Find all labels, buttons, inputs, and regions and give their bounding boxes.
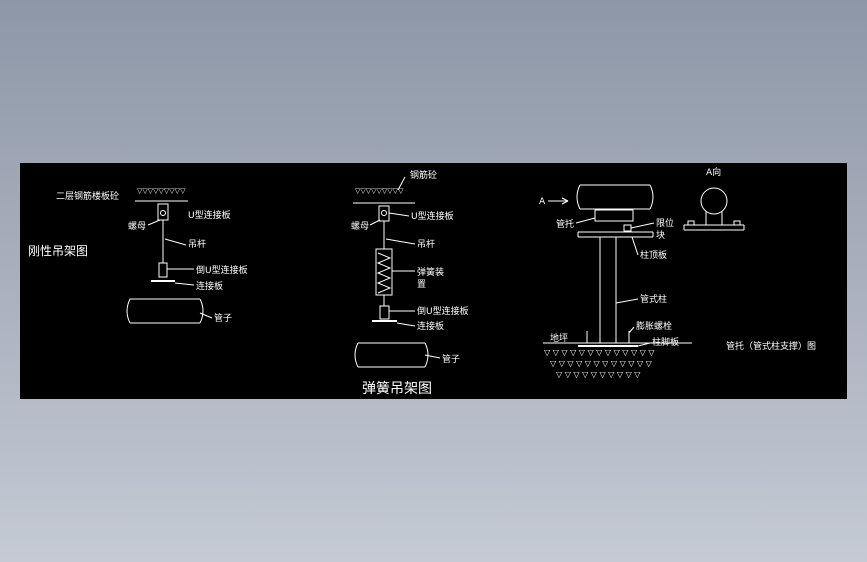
limit-block-leader <box>630 222 655 229</box>
support-pipe <box>576 184 654 210</box>
limit-block-label-1: 限位 <box>656 217 674 229</box>
ground-hatch-1: ▽ ▽ ▽ ▽ ▽ ▽ ▽ ▽ ▽ ▽ ▽ ▽ ▽ <box>544 348 655 357</box>
ground-hatch-2: ▽ ▽ ▽ ▽ ▽ ▽ ▽ ▽ ▽ ▽ ▽ ▽ <box>550 359 653 368</box>
top-plate-label: 柱顶板 <box>640 249 667 261</box>
pipe-support-title: 管托（管式柱支撑）图 <box>726 340 816 352</box>
rigid-inv-u-plate <box>158 262 168 278</box>
view-a-pipe <box>700 187 728 215</box>
anchor-leader <box>628 326 635 334</box>
spring-pipe-label: 管子 <box>442 353 460 365</box>
rigid-slab-hatch: ▽▽▽▽▽▽▽▽▽ <box>137 187 186 195</box>
rigid-u-plate-label: U型连接板 <box>188 209 231 221</box>
spring-inv-u-plate-label: 倒U型连接板 <box>417 305 469 317</box>
column-leader <box>615 298 639 304</box>
spring-nut-label: 螺母 <box>351 221 369 232</box>
spring-u-leader <box>388 212 410 217</box>
spring-u-plate <box>378 205 390 222</box>
spring-rod-leader <box>385 238 416 245</box>
spring-concrete-label: 钢筋砼 <box>410 169 437 181</box>
spring-hanger-title: 弹簧吊架图 <box>362 381 432 397</box>
spring-rod-label: 吊杆 <box>417 238 435 250</box>
rigid-u-plate <box>157 203 169 221</box>
limit-block <box>623 224 632 232</box>
spring-concrete-leader <box>397 176 406 191</box>
rigid-hanger-title: 刚性吊架图 <box>28 244 88 258</box>
rigid-conn-leader <box>174 282 195 286</box>
spring-device-label-2: 置 <box>417 279 426 290</box>
anchor-label: 膨胀螺栓 <box>636 320 672 332</box>
limit-block-label-2: 块 <box>656 229 665 241</box>
view-a-limit-right <box>733 220 741 226</box>
pipe-saddle-label: 管托 <box>556 218 574 230</box>
foot-plate-label: 柱脚板 <box>652 336 679 348</box>
spring-coil <box>376 252 392 294</box>
rigid-pipe-leader <box>199 312 213 319</box>
rigid-pipe <box>126 298 204 324</box>
ground-label: 地坪 <box>550 332 568 344</box>
spring-hanger-drawing: 钢筋砼 ▽▽▽▽▽▽▽▽▽ U型连接板 螺母 吊杆 弹簧装 置 倒U型连接板 连… <box>351 169 469 397</box>
pipe-saddle <box>594 209 634 222</box>
rigid-slab-label: 二层钢筋楼板砼 <box>56 190 119 202</box>
rigid-nut-leader <box>147 219 161 226</box>
foot-plate-leader <box>637 342 651 347</box>
rigid-hanger-drawing: 刚性吊架图 二层钢筋楼板砼 ▽▽▽▽▽▽▽▽▽ U型连接板 螺母 吊杆 倒U型连… <box>28 187 248 324</box>
ground-hatch-3: ▽ ▽ ▽ ▽ ▽ ▽ ▽ ▽ ▽ ▽ <box>556 370 641 379</box>
pipe-saddle-leader <box>575 217 596 224</box>
rigid-nut-label: 螺母 <box>128 221 146 232</box>
view-a-saddle <box>683 211 745 231</box>
view-a-label: A向 <box>706 166 721 178</box>
rigid-rod-leader <box>164 238 187 246</box>
rigid-rod-label: 吊杆 <box>188 238 206 250</box>
spring-nut-leader <box>369 219 381 226</box>
spring-pipe-leader <box>424 354 441 359</box>
spring-u-plate-label: U型连接板 <box>411 210 454 222</box>
rigid-conn-plate-label: 连接板 <box>196 280 223 292</box>
spring-conn-leader <box>396 322 416 327</box>
rigid-inv-u-plate-label: 倒U型连接板 <box>196 264 248 276</box>
spring-conn-plate-label: 连接板 <box>417 320 444 332</box>
spring-slab-hatch: ▽▽▽▽▽▽▽▽▽ <box>355 187 404 195</box>
spring-nut-icon <box>381 210 387 216</box>
cad-drawing-canvas[interactable]: 刚性吊架图 二层钢筋楼板砼 ▽▽▽▽▽▽▽▽▽ U型连接板 螺母 吊杆 倒U型连… <box>20 163 847 399</box>
spring-pipe <box>354 342 429 368</box>
column-label: 管式柱 <box>640 293 667 305</box>
spring-inv-u-plate <box>379 305 390 320</box>
view-arrow-icon <box>561 197 569 205</box>
rigid-pipe-label: 管子 <box>214 312 232 324</box>
view-a-limit-left <box>687 220 695 226</box>
view-arrow-label: A <box>539 197 546 207</box>
pipe-support-drawing: A 管托 限位 块 柱顶板 管式柱 膨胀螺栓 地坪 柱脚板 ▽ ▽ ▽ ▽ ▽ … <box>539 166 816 379</box>
top-plate-leader <box>631 236 639 256</box>
spring-device-label-1: 弹簧装 <box>417 266 444 278</box>
rigid-nut-icon <box>160 210 166 216</box>
